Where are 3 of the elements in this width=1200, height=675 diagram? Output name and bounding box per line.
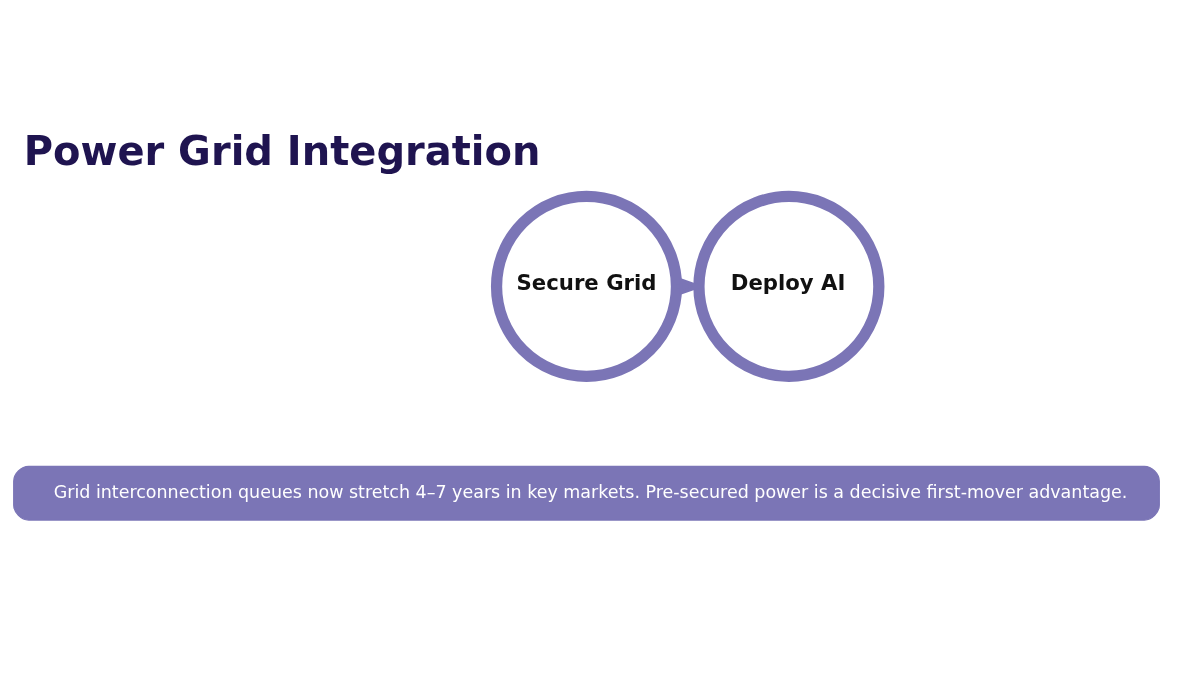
node-circle: Deploy AI — [693, 190, 885, 382]
node-box: Grid interconnection queues now stretch 4–7 years in key markets. Pre-secured power is a decisive first-mover advantage. — [13, 465, 1160, 521]
diagram-title: Power Grid Integration — [23, 127, 541, 174]
